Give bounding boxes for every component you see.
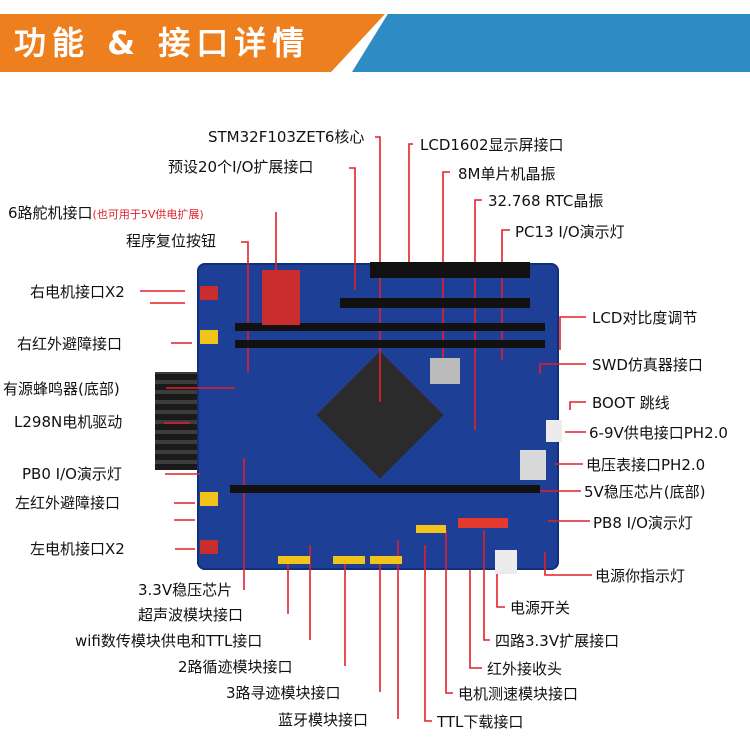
leader-line [539,363,586,374]
label-left-ir-avoid: 左红外避障接口 [15,494,121,512]
label-crystal-rtc: 32.768 RTC晶振 [488,192,604,210]
leader-line [349,167,356,290]
label-l298n: L298N电机驱动 [14,413,123,431]
leader-line [469,570,482,669]
label-expansion-3v3: 四路3.3V扩展接口 [495,632,620,650]
leader-line [544,552,592,576]
label-reg-5v: 5V稳压芯片(底部) [584,483,706,501]
label-power-led: 电源你指示灯 [595,567,686,585]
leader-line [496,560,505,608]
leader-line [474,199,482,430]
label-boot-jumper: BOOT 跳线 [592,394,670,412]
label-right-motor: 右电机接口X2 [30,283,125,301]
label-right-ir-avoid: 右红外避障接口 [17,335,123,353]
label-crystal-8m: 8M单片机晶振 [458,165,556,183]
leader-line [483,530,490,641]
label-buzzer: 有源蜂鸣器(底部) [3,380,120,398]
label-lcd-contrast: LCD对比度调节 [592,309,698,327]
label-core: STM32F103ZET6核心 [208,128,365,146]
banner-orange-band [0,14,385,72]
label-reg-3v3: 3.3V稳压芯片 [138,581,233,599]
label-wifi-ttl: wifi数传模块供电和TTL接口 [75,632,263,650]
banner-blue-band [352,14,750,72]
leader-line [375,136,381,402]
label-pb8-led: PB8 I/O演示灯 [593,514,693,532]
label-line-3: 3路寻迹模块接口 [226,684,341,702]
label-motor-speed: 电机测速模块接口 [458,685,579,703]
label-bluetooth: 蓝牙模块接口 [278,711,369,729]
label-servo-port: 6路舵机接口(也可用于5V供电扩展) [8,204,204,222]
label-ir-receiver: 红外接收头 [487,660,563,678]
label-reset-button: 程序复位按钮 [126,232,217,250]
leader-line [241,241,249,372]
leader-line [445,530,453,694]
label-io-expansion: 预设20个I/O扩展接口 [168,158,314,176]
leader-line [559,316,586,350]
label-pc13-led: PC13 I/O演示灯 [515,223,625,241]
label-ultrasonic: 超声波模块接口 [138,606,244,624]
label-swd: SWD仿真器接口 [592,356,703,374]
label-voltmeter: 电压表接口PH2.0 [586,456,706,474]
label-line-2: 2路循迹模块接口 [178,658,293,676]
leader-line [501,229,510,360]
label-power-switch: 电源开关 [510,599,571,617]
leader-line [408,143,413,262]
label-lcd1602: LCD1602显示屏接口 [420,136,564,154]
leader-line [424,545,432,722]
label-pb0-led: PB0 I/O演示灯 [22,465,122,483]
label-power-6-9v: 6-9V供电接口PH2.0 [589,424,728,442]
leader-line [569,401,586,410]
label-left-motor: 左电机接口X2 [30,540,125,558]
servo-note: (也可用于5V供电扩展) [92,208,204,221]
banner-title: 功能 & 接口详情 [14,24,311,62]
label-ttl-download: TTL下载接口 [437,713,524,731]
